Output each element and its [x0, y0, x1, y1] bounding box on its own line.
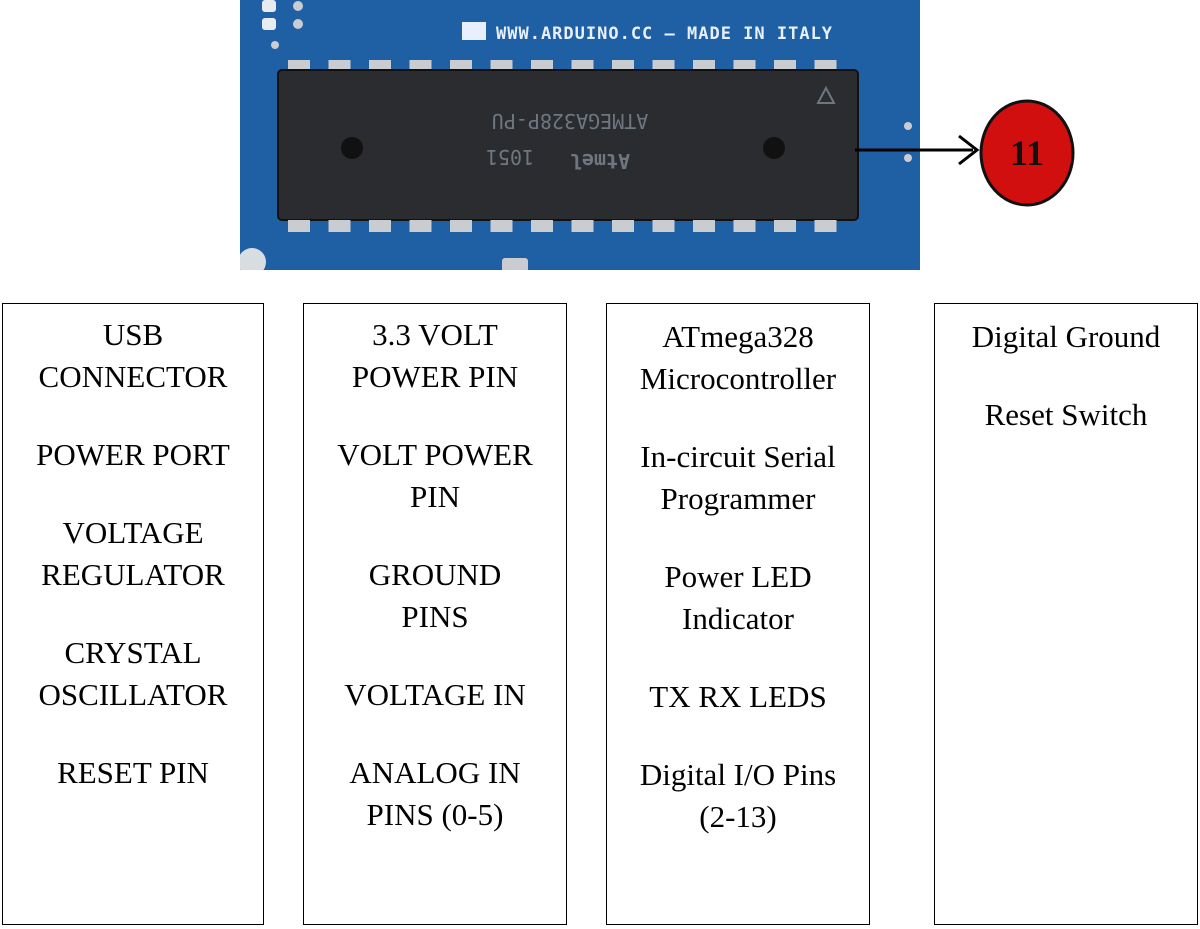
chip-pins-bottom — [288, 220, 837, 232]
board-via — [904, 122, 912, 130]
chip-pin — [328, 220, 351, 232]
chip-pin — [612, 220, 634, 232]
label-crystal-oscillator: CRYSTAL OSCILLATOR — [38, 635, 228, 712]
chip-pin — [369, 220, 391, 232]
microcontroller-chip — [278, 70, 858, 220]
label-volt-power-pin: VOLT POWER PIN — [337, 437, 533, 514]
chip-dimple-right — [763, 137, 785, 159]
chip-logo: Atmel — [570, 149, 630, 173]
board-silkscreen-text: WWW.ARDUINO.CC – MADE IN ITALY — [496, 24, 833, 44]
label-atmega328-microcontroller: ATmega328 Microcontroller — [639, 319, 837, 396]
chip-dimple-left — [341, 137, 363, 159]
chip-pin — [571, 220, 594, 232]
label-power-led-indicator: Power LED Indicator — [664, 559, 812, 636]
label-column-3: ATmega328 Microcontroller In-circuit Ser… — [606, 303, 870, 925]
chip-pin — [774, 220, 796, 232]
label-column-2: 3.3 VOLT POWER PIN VOLT POWER PIN GROUND… — [303, 303, 567, 925]
chip-label-line1: ATMEGA328P-PU — [492, 109, 649, 133]
callout-marker: 11 — [978, 98, 1076, 208]
label-3v3-power-pin: 3.3 VOLT POWER PIN — [351, 317, 519, 394]
chip-label-line2: 1051 — [486, 145, 534, 169]
label-column-4: Digital Ground Reset Switch — [934, 303, 1198, 925]
chip-pin — [409, 220, 432, 232]
label-icsp: In-circuit Serial Programmer — [640, 439, 836, 516]
chip-pin — [733, 220, 756, 232]
board-illustration: WWW.ARDUINO.CC – MADE IN ITALY ATMEGA328… — [240, 0, 920, 270]
callout-circle — [979, 99, 1075, 207]
label-voltage-regulator: VOLTAGE REGULATOR — [41, 515, 225, 592]
chip-pin — [490, 220, 513, 232]
board-component — [240, 248, 266, 270]
callout-arrow — [855, 134, 980, 166]
chip-orientation-mark — [816, 85, 836, 104]
label-power-port: POWER PORT — [36, 437, 230, 472]
chip-pin — [450, 220, 472, 232]
chip-pin — [693, 220, 715, 232]
board-component — [502, 258, 528, 270]
silkscreen-logo — [462, 22, 486, 40]
chip-pin — [288, 220, 310, 232]
label-column-1: USB CONNECTOR POWER PORT VOLTAGE REGULAT… — [2, 303, 264, 925]
board-via — [904, 154, 912, 162]
label-voltage-in: VOLTAGE IN — [344, 677, 526, 712]
label-digital-ground: Digital Ground — [971, 319, 1161, 354]
chip-pin — [531, 220, 553, 232]
label-tx-rx-leds: TX RX LEDS — [649, 679, 827, 714]
label-reset-pin: RESET PIN — [57, 755, 209, 790]
header-pins-top-left — [262, 0, 303, 49]
label-ground-pins: GROUND PINS — [368, 557, 502, 634]
chip-pin — [652, 220, 675, 232]
label-usb-connector: USB CONNECTOR — [38, 317, 228, 394]
label-digital-io-pins: Digital I/O Pins (2-13) — [639, 757, 837, 834]
chip-pin — [814, 220, 837, 232]
arduino-board-photo: WWW.ARDUINO.CC – MADE IN ITALY ATMEGA328… — [240, 0, 920, 270]
label-analog-in-pins: ANALOG IN PINS (0-5) — [349, 755, 521, 832]
label-reset-switch: Reset Switch — [984, 397, 1148, 432]
